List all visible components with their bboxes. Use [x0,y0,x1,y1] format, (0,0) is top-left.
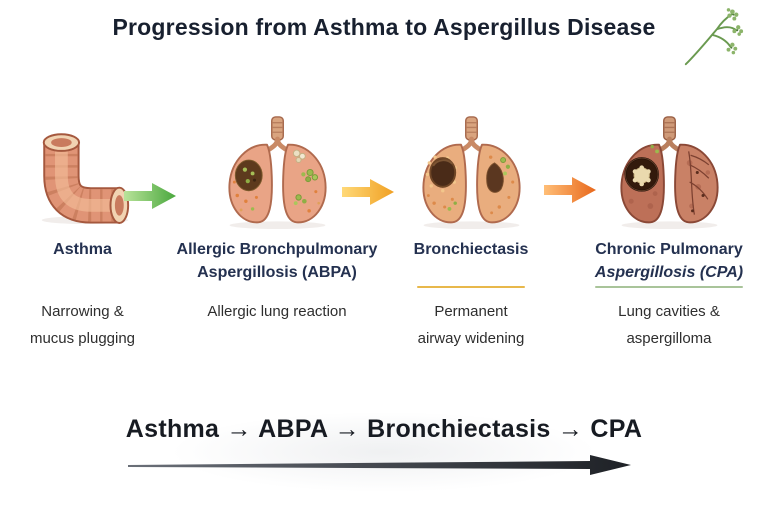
stage-title: Asthma [10,238,155,286]
stage-description: Narrowing & mucus plugging [10,298,155,352]
stage-desc-line: mucus plugging [29,330,136,347]
trachea [662,115,676,141]
stage-title-line: Chronic Pulmonary [595,241,743,258]
constricted-airway-icon [10,112,155,232]
aspergilloma-ball [632,164,651,186]
amber-arrow-icon [340,174,398,215]
airway-svg [41,133,129,225]
stage-title: Bronchiectasis [396,238,546,286]
dark-progression-arrow-icon [128,454,633,481]
stage-desc-line: Lung cavities & [618,303,720,320]
lungs-bronchiectasis-svg [422,115,520,229]
right-lung [673,143,718,223]
stage-asthma: Asthma Narrowing & mucus plugging [10,112,155,352]
stage-description: Permanent airway widening [396,298,546,352]
stage-title-line: Bronchiectasis [413,241,529,258]
stage-underline [595,286,743,288]
airway-lumen [50,138,72,147]
orange-arrow-icon [542,172,600,213]
lungs-cavity-aspergilloma-icon [578,112,760,232]
stage-desc-line: Allergic lung reaction [207,303,347,320]
fungal-clusters [292,149,318,205]
stage-title-line: Aspergillosis (ABPA) [197,264,357,282]
stage-title: Chronic Pulmonary Aspergillosis (CPA) [578,238,760,286]
progression-summary: Asthma → ABPA → Bronchiectasis → CPA [125,415,643,443]
trachea [270,115,284,141]
stage-cpa: Chronic Pulmonary Aspergillosis (CPA) Lu… [578,112,760,352]
summary-halo [88,396,680,508]
stage-desc-line: aspergilloma [626,330,712,347]
lungs-cpa-svg [620,115,718,229]
stage-description: Lung cavities & aspergilloma [578,298,760,352]
green-arrow-icon [122,178,180,219]
stage-desc-line: airway widening [417,330,525,347]
lungs-abpa-svg [228,115,326,229]
stage-description: Allergic lung reaction [168,298,386,325]
stage-title: Allergic Bronchpulmonary Aspergillosis (… [168,238,386,286]
aspergillus-sprig-svg [684,8,744,66]
abpa-lesion [234,159,263,191]
cavity [428,156,456,188]
stage-title-line: Asthma [53,241,112,258]
trachea [464,115,478,141]
stage-bronchiectasis: Bronchiectasis Permanent airway widening [396,112,546,352]
stage-desc-line: Permanent [434,303,508,320]
stage-underline [417,286,525,288]
lungs-allergic-inflammation-icon [168,112,386,232]
lungs-widened-airways-icon [396,112,546,232]
aspergillus-sprig-icon [678,4,746,72]
stage-title-line: Aspergillosis (CPA) [594,264,744,282]
widened-airway [485,161,504,193]
stage-abpa: Allergic Bronchpulmonary Aspergillosis (… [168,112,386,325]
right-lung [281,143,326,223]
stage-desc-line: Narrowing & [41,303,124,320]
stage-title-line: Allergic Bronchpulmonary [176,241,378,258]
lung-veins [687,150,709,215]
page-title: Progression from Asthma to Aspergillus D… [112,14,656,40]
